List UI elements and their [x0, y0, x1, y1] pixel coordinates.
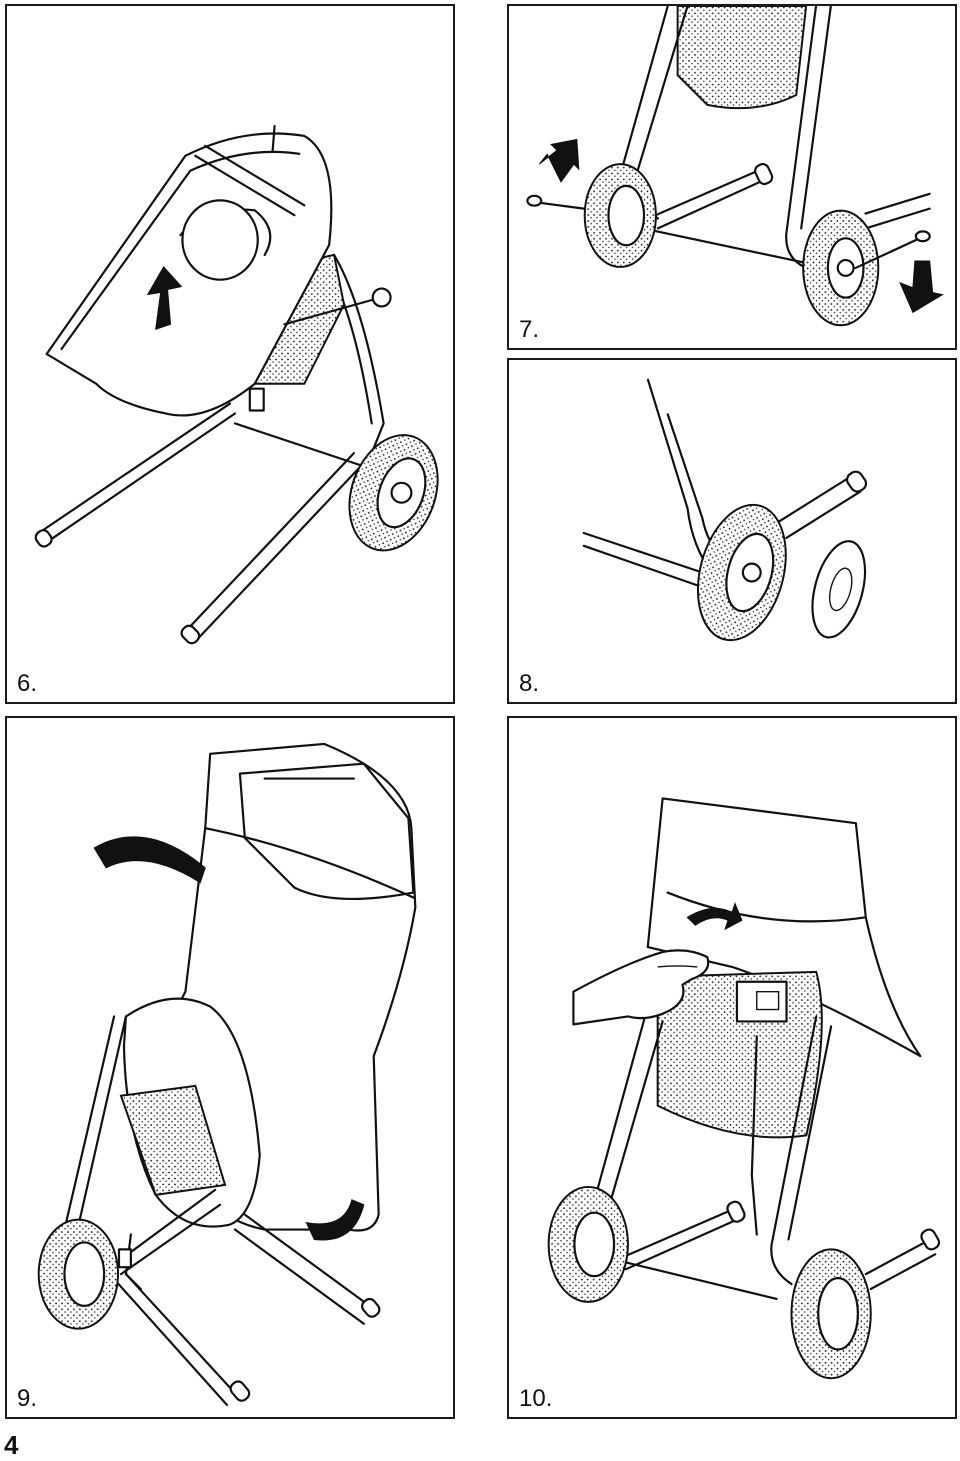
figure-9-label: 9. — [17, 1385, 38, 1412]
down-arrow-icon — [899, 260, 944, 314]
wheel-icon — [811, 540, 867, 639]
figure-7-illustration — [526, 6, 944, 327]
figure-10-panel: 10. — [507, 716, 957, 1419]
figure-8-illustration — [582, 378, 868, 642]
figure-7-panel: 7. — [507, 4, 957, 350]
up-arrow-icon — [146, 265, 183, 330]
figure-6-panel: 6. — [5, 4, 455, 704]
curved-arrow-icon — [305, 1199, 365, 1241]
page-number: 4 — [4, 1430, 19, 1460]
figure-8-label: 8. — [519, 670, 540, 697]
figure-6-illustration — [34, 124, 439, 645]
hand-icon — [572, 949, 710, 1026]
figure-10-label: 10. — [519, 1385, 553, 1412]
curved-arrow-icon — [686, 902, 743, 931]
figure-7-label: 7. — [519, 316, 540, 343]
figure-9-panel: 9. — [5, 716, 455, 1419]
figure-10-illustration — [547, 797, 941, 1380]
curved-arrow-icon — [93, 836, 206, 884]
figure-6-label: 6. — [17, 670, 38, 697]
figure-8-panel: 8. — [507, 358, 957, 704]
figure-9-illustration — [37, 742, 417, 1407]
down-arrow-icon — [538, 138, 580, 183]
